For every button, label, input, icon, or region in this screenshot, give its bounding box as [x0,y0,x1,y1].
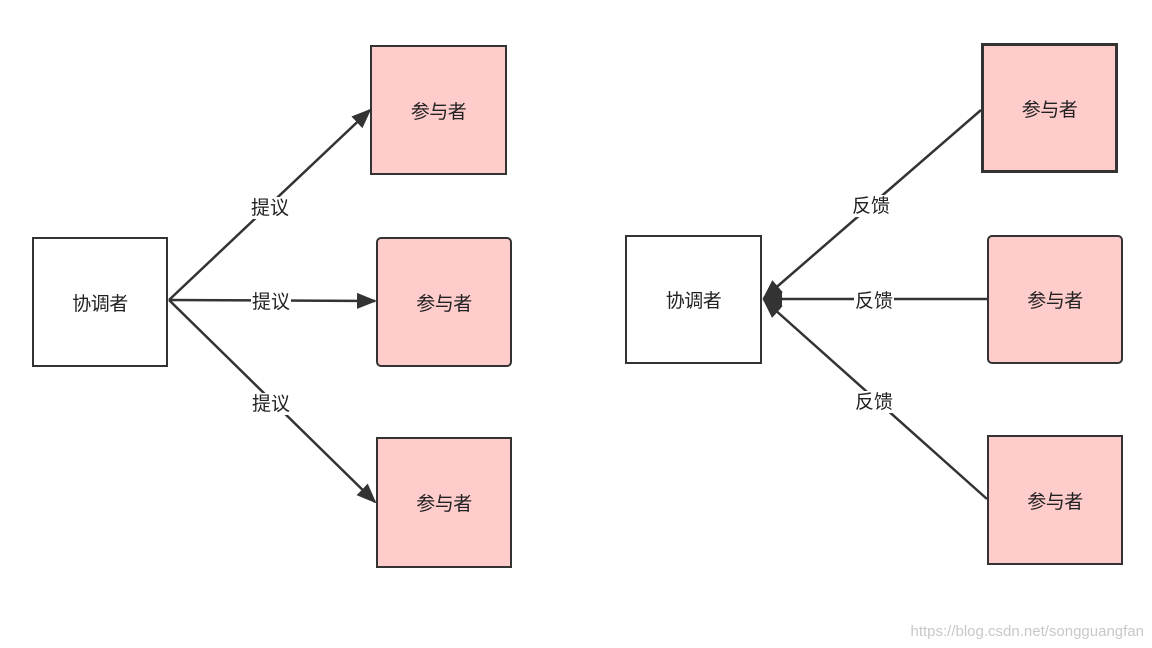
right-coordinator-node: 协调者 [625,235,762,364]
left-participant-node-3: 参与者 [376,437,512,568]
left-coordinator-node: 协调者 [32,237,168,367]
right-edge-label-3: 反馈 [853,391,895,413]
left-edge-label-3: 提议 [250,393,292,415]
right-edge-label-1: 反馈 [850,195,892,217]
left-edge-label-1: 提议 [249,197,291,219]
right-participant-node-2: 参与者 [987,235,1123,364]
right-participant-node-3: 参与者 [987,435,1123,565]
left-participant-node-1: 参与者 [370,45,507,175]
right-edge-label-2: 反馈 [853,290,895,312]
watermark-text: https://blog.csdn.net/songguangfan [910,623,1144,640]
right-participant-node-1: 参与者 [981,43,1118,173]
left-participant-node-2: 参与者 [376,237,512,367]
left-edge-label-2: 提议 [250,291,292,313]
